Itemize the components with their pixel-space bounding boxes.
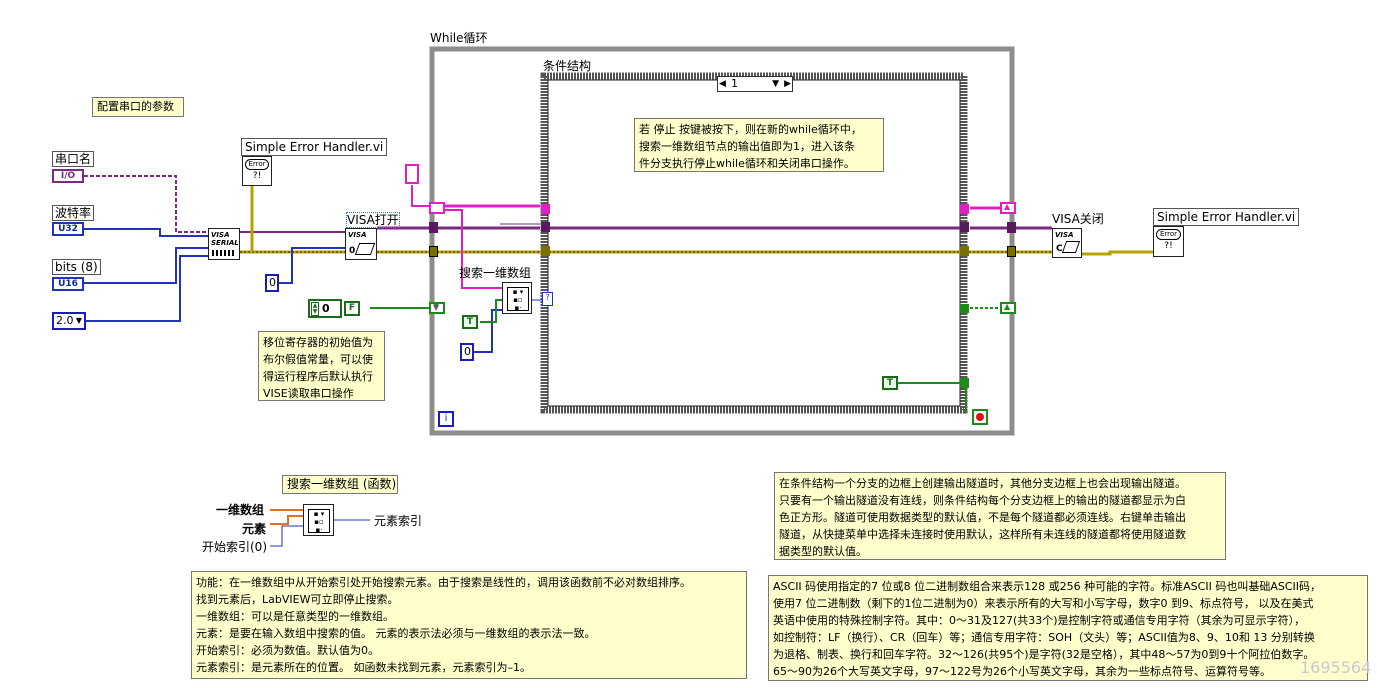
- case-tunnel-left-error: [541, 246, 550, 256]
- tunnel-left-visa: [429, 222, 438, 233]
- case-prev-icon[interactable]: ◀: [719, 79, 726, 89]
- tunnel-note: 在条件结构一个分支的边框上创建输出隧道时，其他分支边框上也会出现输出隧道。 只要…: [774, 472, 1226, 560]
- tunnel-right-visa: [1007, 222, 1016, 233]
- case-tunnel-right-array: [960, 204, 969, 214]
- shift-up-arrow-icon-2: ▲: [1004, 302, 1011, 311]
- serial-name-control[interactable]: I/O: [52, 169, 84, 183]
- case-tunnel-right-stop: [960, 378, 969, 388]
- zero-constant-1[interactable]: 0: [265, 274, 279, 292]
- while-loop-frame: [429, 46, 1015, 436]
- case-next-icon[interactable]: ▶: [784, 79, 791, 89]
- case-note: 若 停止 按键被按下，则在新的while循环中， 搜索一维数组节点的输出值即为1…: [634, 118, 884, 172]
- stop-bits-ring[interactable]: 2.0 ▼: [52, 312, 86, 330]
- case-dropdown-icon[interactable]: ▼: [772, 79, 779, 89]
- search-1d-array-node[interactable]: ▪ ▾▪▫▪·: [502, 282, 532, 314]
- increment-icon: ▲▼: [311, 302, 319, 316]
- dropdown-arrow-icon: ▼: [75, 316, 82, 325]
- visa-close-icon: VISA: [1055, 231, 1074, 239]
- case-tunnel-right-visa: [960, 222, 969, 232]
- watermark: 1695564: [1300, 658, 1372, 677]
- serial-name-label: 串口名: [52, 151, 95, 167]
- case-tunnel-left-array: [541, 204, 550, 214]
- array-wire: [411, 185, 430, 207]
- error-handler-2-label: Simple Error Handler.vi: [1153, 208, 1300, 226]
- error-handler-1-label: Simple Error Handler.vi: [241, 138, 388, 156]
- search-func-title: 搜索一维数组 (函数): [282, 475, 398, 494]
- shift-register-right-array[interactable]: [1000, 202, 1016, 214]
- error-handler-1-node[interactable]: Error ?!: [242, 156, 272, 186]
- shift-up-arrow-icon: ▲: [1004, 202, 1011, 211]
- stop-bits-value: 2.0: [56, 314, 74, 327]
- true-constant-1[interactable]: T: [462, 315, 478, 329]
- shift-register-left-array[interactable]: [429, 202, 445, 214]
- shift-down-arrow-icon: ▼: [433, 303, 440, 312]
- visa-serial-icon: VISA SERIAL: [211, 231, 239, 247]
- numeric-constant-0[interactable]: 0: [308, 299, 342, 318]
- tunnel-right-error: [1007, 246, 1016, 257]
- input-start-index-label: 开始索引(0): [202, 540, 267, 554]
- visa-close-node[interactable]: VISA C: [1052, 228, 1082, 258]
- output-element-index-label: 元素索引: [374, 514, 423, 528]
- false-constant[interactable]: F: [344, 301, 360, 316]
- visa-close-label: VISA关闭: [1052, 212, 1104, 226]
- input-1d-array-label: 一维数组: [216, 503, 265, 517]
- visa-resource-wire: [84, 175, 210, 233]
- case-tunnel-left-visa: [541, 222, 550, 232]
- ascii-note: ASCII 码使用指定的7 位或8 位二进制数组合来表示128 或256 种可能…: [768, 575, 1368, 681]
- visa-open-label: VISA打开: [346, 212, 400, 228]
- search-array-icon: ▪ ▾▪▫▪·: [507, 287, 529, 312]
- input-element-label: 元素: [242, 522, 267, 536]
- config-params-label: 配置串口的参数: [92, 97, 184, 117]
- loop-stop-terminal[interactable]: [972, 409, 988, 425]
- search-array-label: 搜索一维数组: [459, 266, 532, 280]
- error-handler-2-node[interactable]: Error ?!: [1153, 226, 1184, 257]
- baud-rate-control[interactable]: U32: [52, 222, 84, 236]
- bits-label: bits (8): [52, 259, 101, 275]
- shift-register-left-bool[interactable]: [429, 302, 445, 314]
- array-indicator[interactable]: [405, 164, 419, 184]
- search-output-indicator: ?: [542, 292, 553, 306]
- stop-icon: [976, 413, 984, 421]
- shift-register-right-bool[interactable]: [1000, 302, 1016, 314]
- tunnel-left-error: [429, 246, 438, 257]
- visa-open-icon: VISA: [348, 231, 367, 239]
- shift-down-arrow-icon-2: ▼: [433, 301, 440, 310]
- case-tunnel-right-bool: [960, 304, 969, 313]
- baud-rate-label: 波特率: [52, 205, 95, 221]
- case-selector-value: 1: [731, 77, 738, 90]
- while-loop-label: While循环: [430, 31, 488, 45]
- visa-open-node[interactable]: VISA 0: [345, 228, 377, 260]
- iteration-terminal: i: [438, 411, 454, 427]
- zero-constant-2[interactable]: 0: [460, 343, 474, 361]
- case-tunnel-right-error: [960, 246, 969, 256]
- function-description-note: 功能：在一维数组中从开始索引处开始搜索元素。由于搜索是线性的，调用该函数前不必对…: [191, 571, 747, 679]
- search-func-help-icon: ▪ ▾▪▫▪·: [303, 504, 334, 536]
- visa-configure-serial-node[interactable]: VISA SERIAL: [208, 228, 240, 260]
- error-icon: Error: [245, 159, 269, 170]
- true-constant-2[interactable]: T: [882, 376, 898, 390]
- error-icon-2: Error: [1156, 229, 1181, 240]
- case-structure-label: 条件结构: [543, 59, 592, 73]
- bits-control[interactable]: U16: [52, 277, 84, 291]
- case-selector[interactable]: ◀ 1 ▼ ▶: [717, 76, 793, 92]
- shift-register-note: 移位寄存器的初始值为 布尔假值常量，可以使 得运行程序后默认执行 VISE读取串…: [258, 331, 385, 401]
